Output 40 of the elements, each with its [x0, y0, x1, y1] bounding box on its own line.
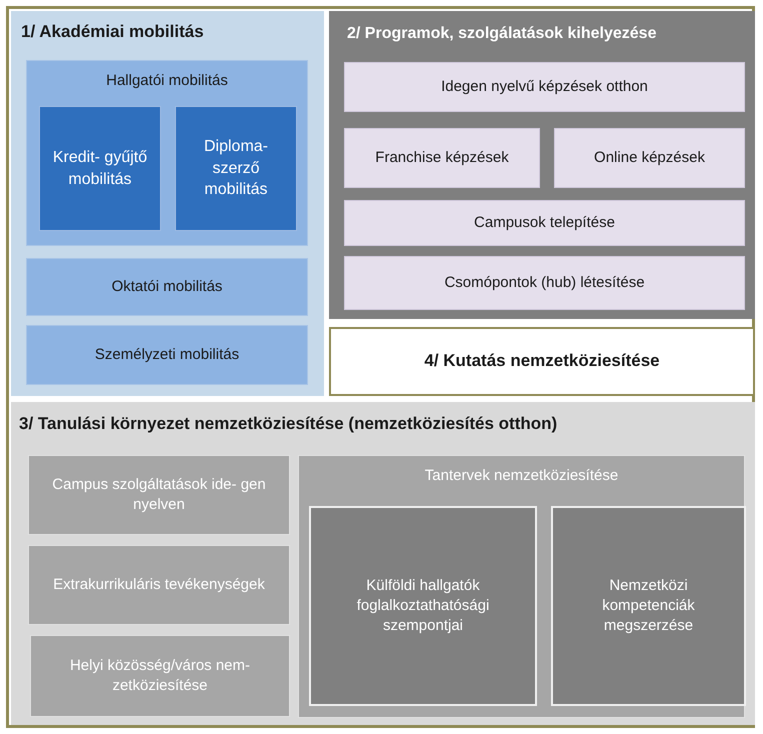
category-panel [11, 402, 755, 725]
box-label: Franchise képzések [374, 148, 510, 168]
panel-heading: 3/ Tanulási környezet nemzetköziesítése (nemzetköziesítés otthon) [19, 413, 558, 435]
panel-heading: Hallgatói mobilitás [105, 71, 229, 91]
category-box [554, 128, 745, 188]
box-label: Online képzések [593, 148, 706, 168]
category-box [329, 327, 755, 396]
category-box [344, 62, 745, 112]
box-label: Idegen nyelvű képzések otthon [440, 76, 649, 97]
box-label: Campus szolgáltatások ide- gen nyelven [51, 474, 267, 515]
panel-heading: 2/ Programok, szolgálatások kihelyezése [347, 24, 658, 44]
category-panel [329, 11, 755, 319]
category-box [26, 258, 308, 316]
box-label: Kredit- gyűjtő mobilitás [52, 148, 148, 190]
category-box [28, 455, 290, 535]
box-label: Helyi közösség/város nem- zetköziesítése [68, 656, 252, 696]
box-label: Oktatói mobilitás [110, 276, 224, 297]
category-panel [11, 11, 324, 396]
subcategory-box [175, 106, 297, 231]
category-box [30, 635, 290, 717]
category-box [344, 128, 540, 188]
category-box [26, 325, 308, 385]
box-label: Csomópontok (hub) létesítése [443, 272, 646, 293]
group-box [298, 455, 745, 718]
box-label: Személyzeti mobilitás [94, 344, 240, 365]
box-label: Extrakurrikuláris tevékenységek [52, 574, 266, 595]
subcategory-box [309, 506, 537, 706]
group-box [26, 60, 308, 246]
box-label: Nemzetközi kompetenciák megszerzése [601, 576, 696, 636]
panel-heading: Tantervek nemzetköziesítése [424, 466, 620, 486]
subcategory-box [39, 106, 161, 231]
category-box [344, 256, 745, 310]
box-label: Campusok telepítése [473, 212, 616, 233]
category-box [344, 200, 745, 246]
category-box [28, 545, 290, 625]
subcategory-box [551, 506, 746, 706]
panel-heading: 1/ Akadémiai mobilitás [21, 21, 205, 43]
box-label: 4/ Kutatás nemzetköziesítése [423, 350, 661, 372]
box-label: Diploma- szerző mobilitás [202, 137, 269, 200]
box-label: Külföldi hallgatók foglalkoztathatósági szempontjai [356, 576, 490, 636]
